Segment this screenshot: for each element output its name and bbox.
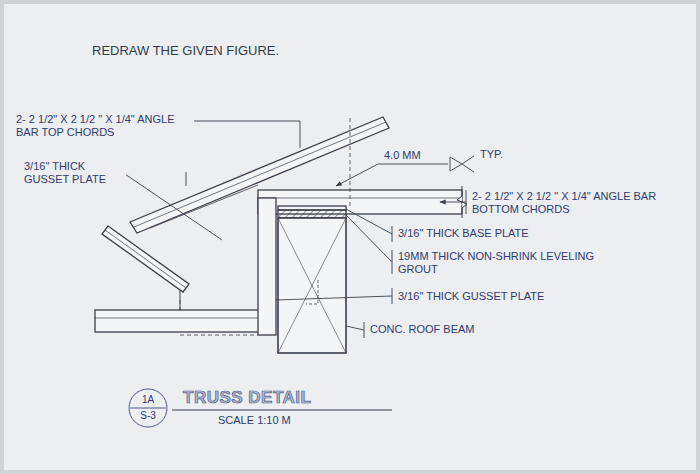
callout-label: TYP. xyxy=(478,148,505,161)
callout-label: 4.0 MM xyxy=(382,149,423,162)
weld-reference-line xyxy=(378,164,448,165)
callout-label: 3/16" THICK BASE PLATE xyxy=(396,227,531,240)
callout-circle-outline xyxy=(128,388,168,428)
concrete-beam xyxy=(278,218,346,353)
leveling-grout xyxy=(278,210,346,218)
paper-sheet xyxy=(4,4,696,470)
callout-number: S-3 xyxy=(128,411,168,421)
leader-line xyxy=(122,172,222,240)
detail-callout-circle: 1A S-3 xyxy=(128,388,168,428)
center-line xyxy=(350,118,351,206)
title-underline xyxy=(172,410,392,411)
callout-label: 19MM THICK NON-SHRINK LEVELING GROUT xyxy=(396,250,600,275)
beam-section-line xyxy=(278,218,346,353)
instruction-text: REDRAW THE GIVEN FIGURE. xyxy=(90,44,281,59)
leader-line xyxy=(194,121,300,148)
gusset-edge xyxy=(180,290,181,310)
callout-number: 1A xyxy=(128,395,168,405)
bottom-chord-leg xyxy=(95,318,275,319)
web-member xyxy=(102,226,189,292)
callout-label: 3/16" THICK GUSSET PLATE xyxy=(22,160,126,185)
anchor-bolt xyxy=(306,280,318,304)
callout-label: CONC. ROOF BEAM xyxy=(368,323,477,336)
callout-divider xyxy=(130,408,166,409)
gusset-plate xyxy=(258,198,276,335)
callout-label: 2- 2 1/2" X 2 1/2 " X 1/4" ANGLE BAR BOT… xyxy=(470,190,689,215)
scale-note: SCALE 1:10 M xyxy=(218,414,291,427)
weld-arrow xyxy=(336,164,378,186)
callout-label: 3/16" THICK GUSSET PLATE xyxy=(396,290,546,303)
leader-line xyxy=(276,296,392,300)
callout-bracket xyxy=(186,172,187,186)
bottom-chord xyxy=(95,310,275,332)
weld-tail xyxy=(462,156,474,172)
callout-label: 2- 2 1/2" X 2 1/2 " X 1/4" ANGLE BAR TOP… xyxy=(14,113,190,138)
beam-section-line xyxy=(278,218,346,353)
web-member-leg xyxy=(105,230,186,288)
callout-circle xyxy=(129,389,167,427)
leader-line xyxy=(440,202,466,203)
weld-symbol xyxy=(450,157,462,171)
leader-line xyxy=(346,215,392,262)
leader-line xyxy=(346,326,364,330)
bottom-chord-leg xyxy=(258,198,462,199)
drawing-title: TRUSS DETAIL xyxy=(183,388,311,408)
